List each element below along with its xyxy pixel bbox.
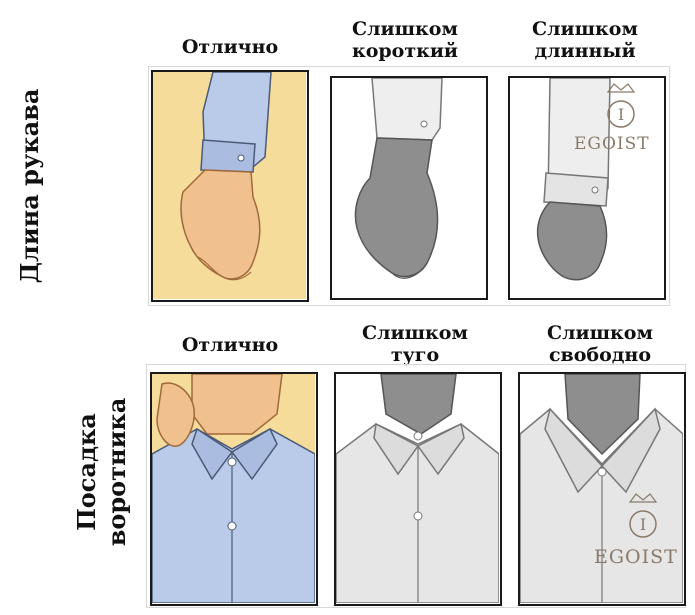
- sleeve-panel-long: I EGOIST: [508, 76, 666, 300]
- sleeve-good-illustration: [153, 72, 306, 299]
- collar-header-loose: Слишком свободно: [520, 322, 680, 366]
- header-line: Слишком: [547, 322, 653, 344]
- header-line: свободно: [548, 344, 652, 366]
- sleeve-header-short: Слишком короткий: [325, 18, 485, 62]
- sleeve-panel-short: [330, 76, 488, 300]
- collar-good-illustration: [152, 374, 315, 603]
- sleeve-header-long: Слишком длинный: [505, 18, 665, 62]
- sleeve-header-good: Отлично: [160, 36, 300, 58]
- header-line: туго: [390, 344, 440, 366]
- collar-panel-good: [150, 372, 318, 606]
- collar-panel-tight: [334, 372, 502, 606]
- header-line: Слишком: [532, 18, 638, 40]
- header-line: короткий: [351, 40, 459, 62]
- header-line: длинный: [534, 40, 636, 62]
- egoist-crest-icon: I: [628, 493, 658, 538]
- egoist-crest-icon: I: [606, 83, 636, 128]
- collar-loose-illustration: [520, 374, 683, 603]
- sleeve-row-label: Длина рукава: [15, 88, 44, 284]
- sleeve-short-illustration: [332, 78, 485, 297]
- sleeve-group-frame: [148, 66, 670, 306]
- header-line: Слишком: [352, 18, 458, 40]
- collar-header-good: Отлично: [160, 334, 300, 356]
- header-line: Отлично: [181, 334, 279, 356]
- collar-header-tight: Слишком туго: [335, 322, 495, 366]
- collar-panel-loose: I EGOIST: [518, 372, 686, 606]
- collar-tight-illustration: [336, 374, 499, 603]
- crest-letter: I: [618, 105, 624, 124]
- collar-row-label: Посадка воротника: [72, 387, 132, 557]
- egoist-brand-text: EGOIST: [574, 134, 650, 154]
- sleeve-long-illustration: [510, 78, 663, 297]
- header-line: Отлично: [181, 36, 279, 58]
- sleeve-panel-good: [151, 70, 309, 302]
- row-label-line: Посадка: [72, 413, 101, 531]
- row-label-line: воротника: [102, 397, 131, 547]
- egoist-brand-text: EGOIST: [594, 546, 678, 568]
- header-line: Слишком: [362, 322, 468, 344]
- crest-letter: I: [640, 515, 646, 534]
